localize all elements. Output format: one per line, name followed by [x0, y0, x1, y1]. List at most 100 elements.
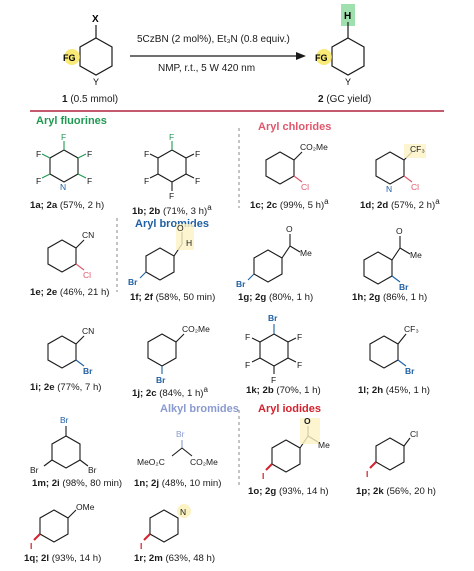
atom-o: O — [304, 416, 311, 426]
atom-h: H — [186, 238, 192, 248]
fg-highlight — [316, 49, 332, 65]
atom-me: Me — [410, 250, 422, 260]
compound-result: (63%, 48 h) — [165, 553, 216, 564]
reactant-id: 1 — [62, 94, 68, 105]
atom-ome: OMe — [76, 502, 95, 512]
compound-label-1k: 1k; 2b (70%, 1 h) — [246, 385, 321, 396]
atom-br: Br — [399, 282, 409, 292]
atom-f: F — [297, 360, 302, 370]
atom-br: Br — [156, 375, 166, 385]
compound-id: 1i; 2e — [30, 382, 55, 393]
compound-id: 1d; 2d — [360, 200, 389, 212]
compound-result: (46%, 21 h) — [59, 287, 110, 298]
fg-label: FG — [63, 53, 76, 63]
atom-f: F — [169, 191, 174, 201]
atom-br: Br — [128, 277, 138, 287]
atom-cl: Cl — [301, 182, 309, 192]
compound-result: (57%, 2 h) — [390, 200, 436, 212]
atom-f: F — [144, 149, 149, 159]
atom-n: N — [180, 507, 186, 517]
compound-result: (80%, 1 h) — [268, 292, 314, 303]
atom-me: Me — [318, 440, 330, 450]
reaction-scheme: X FG Y H FG Y — [30, 4, 444, 112]
compound-id: 1n; 2j — [134, 478, 160, 489]
highlight-1f — [176, 224, 194, 250]
compound-id: 1r; 2m — [134, 553, 163, 564]
atom-cf3: CF₃ — [410, 144, 425, 154]
structure-1a — [41, 141, 87, 183]
compound-result: (58%, 50 min) — [155, 292, 216, 303]
structure-1k — [251, 324, 297, 374]
substituent-x: X — [92, 14, 99, 25]
compound-id: 1f; 2f — [130, 292, 153, 303]
compound-id: 1h; 2g — [352, 292, 381, 303]
atom-f: F — [195, 176, 200, 186]
atom-cf3: CF₃ — [404, 324, 419, 334]
atom-co2me: CO₂Me — [182, 324, 210, 334]
ring-y-label: Y — [93, 77, 99, 87]
arrow-head — [296, 52, 306, 60]
atom-cl: Cl — [410, 429, 418, 439]
structure-1j — [147, 333, 185, 374]
atom-n: N — [60, 182, 66, 192]
fg-label: FG — [315, 53, 328, 63]
highlight-1o — [300, 418, 320, 444]
structure-1n — [171, 440, 193, 457]
compound-id: 1q; 2l — [24, 553, 50, 564]
compound-label-1r: 1r; 2m (63%, 48 h) — [134, 553, 215, 564]
atom-meo2c: MeO₂C — [137, 457, 165, 467]
compound-id: 1p; 2k — [356, 486, 384, 497]
compound-id: 1a; 2a — [30, 200, 58, 212]
atom-f: F — [87, 149, 92, 159]
atom-o: O — [286, 224, 293, 234]
atom-br: Br — [268, 313, 278, 323]
compound-result: (84%, 1 h) — [159, 388, 204, 400]
structure-1m — [43, 426, 89, 469]
atom-i: I — [30, 541, 32, 551]
section-aryl-fluorines: Aryl fluorines — [36, 115, 107, 127]
atom-i: I — [262, 471, 264, 481]
structure-1c — [265, 151, 303, 185]
atom-br: Br — [83, 366, 93, 376]
atom-co2me: CO₂Me — [300, 142, 328, 152]
compound-label-1e: 1e; 2e (46%, 21 h) — [30, 287, 109, 298]
compound-label-1i: 1i; 2e (77%, 7 h) — [30, 382, 101, 393]
atom-o: O — [396, 226, 403, 236]
compound-id: 1b; 2b — [132, 206, 161, 218]
atom-i: I — [140, 541, 142, 551]
atom-f: F — [297, 332, 302, 342]
structure-1p — [369, 437, 411, 471]
atom-f: F — [61, 132, 66, 142]
compound-id: 1m; 2i — [32, 478, 60, 489]
structure-1b — [149, 141, 195, 191]
highlight-1d — [404, 144, 426, 158]
structure-1i — [47, 335, 85, 369]
compound-label-1n: 1n; 2j (48%, 10 min) — [134, 478, 221, 489]
footnote-mark: a — [324, 197, 329, 206]
compound-result: (93%, 14 h) — [51, 553, 102, 564]
compound-result: (86%, 1 h) — [382, 292, 428, 303]
compound-result: (48%, 10 min) — [161, 478, 222, 489]
reactant-structure — [79, 25, 113, 76]
compound-label-1o: 1o; 2g (93%, 14 h) — [248, 486, 329, 497]
compound-label-1l: 1l; 2h (45%, 1 h) — [358, 385, 430, 396]
atom-br: Br — [176, 429, 185, 439]
compound-id: 1o; 2g — [248, 486, 277, 497]
atom-f: F — [195, 149, 200, 159]
structure-1q — [33, 509, 77, 543]
atom-f: F — [169, 132, 174, 142]
atom-o: O — [177, 223, 184, 233]
compound-result: (45%, 1 h) — [385, 385, 430, 396]
compound-label-1h: 1h; 2g (86%, 1 h) — [352, 292, 427, 303]
structure-1g — [247, 234, 301, 283]
compound-result: (99%, 5 h) — [279, 200, 325, 212]
product-yield: (GC yield) — [326, 94, 372, 105]
compound-label-1a: 1a; 2a (57%, 2 h) — [30, 197, 104, 211]
footnote-mark: a — [207, 203, 212, 212]
atom-br: Br — [405, 366, 415, 376]
structure-1h — [363, 236, 411, 285]
product-structure — [331, 22, 365, 76]
reactant-amount: (0.5 mmol) — [70, 94, 119, 105]
compound-id: 1e; 2e — [30, 287, 58, 298]
